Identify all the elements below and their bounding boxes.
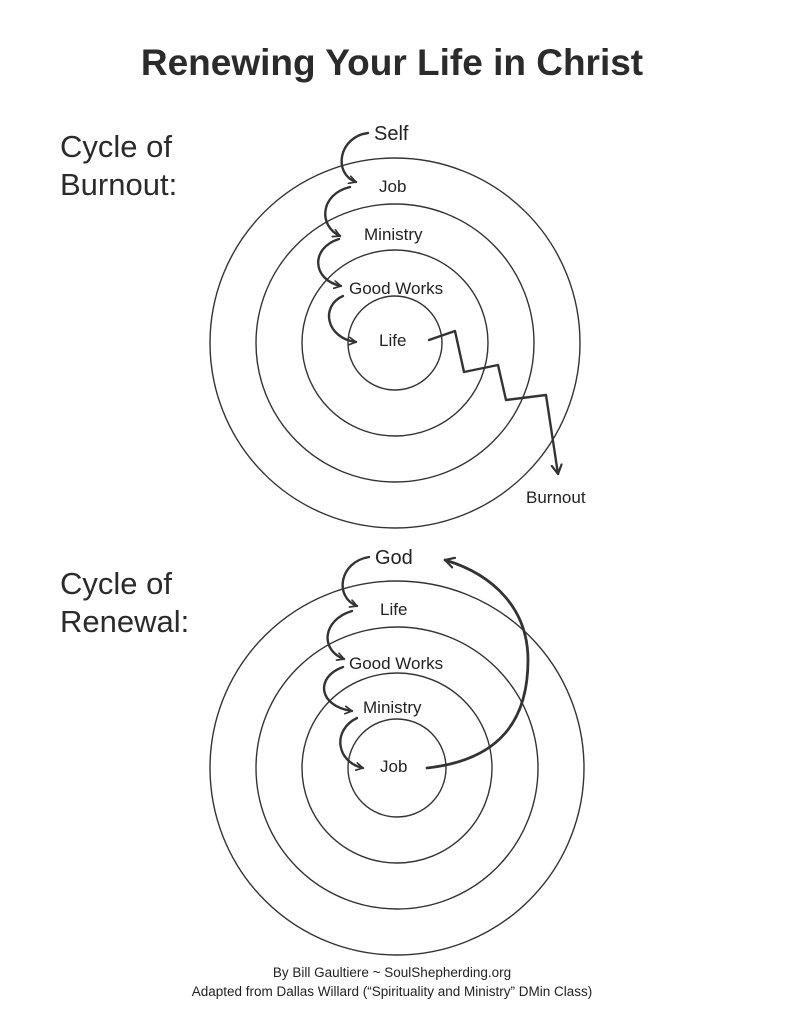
- renewal-arrow-good-works-to-ministry: [323, 665, 354, 711]
- burnout-label-burnout: Burnout: [526, 488, 586, 507]
- renewal-label-life: Life: [380, 600, 407, 619]
- renewal-second-ring: [301, 672, 493, 864]
- renewal-arrow-ministry-to-job: [339, 716, 365, 768]
- footer-adaptation-note: Adapted from Dallas Willard (“Spirituali…: [192, 984, 593, 999]
- renewal-inner-ring: [347, 718, 447, 818]
- renewal-cycle-diagram: Cycle of Renewal: God Life Good Works Mi…: [60, 547, 585, 956]
- burnout-outer-ring: [209, 157, 581, 529]
- footer-credit: By Bill Gaultiere ~ SoulShepherding.org: [273, 965, 511, 980]
- renewal-heading-line1: Cycle of: [60, 566, 172, 601]
- burnout-heading-line2: Burnout:: [60, 167, 177, 202]
- renewal-label-god: God: [375, 547, 413, 569]
- burnout-arrow-job-to-ministry: [324, 185, 352, 236]
- burnout-label-life: Life: [379, 331, 406, 350]
- renewal-label-good-works: Good Works: [349, 654, 443, 673]
- burnout-arrow-good-works-to-life: [327, 294, 358, 342]
- burnout-arrow-ministry-to-good-works: [317, 237, 343, 286]
- burnout-label-good-works: Good Works: [349, 279, 443, 298]
- renewal-label-job: Job: [380, 757, 407, 776]
- burnout-third-ring: [255, 203, 535, 483]
- burnout-label-self: Self: [374, 123, 409, 145]
- burnout-second-ring: [301, 249, 489, 437]
- burnout-heading-line1: Cycle of: [60, 129, 172, 164]
- renewal-outer-ring: [209, 580, 585, 956]
- renewal-arrow-life-to-good-works: [326, 609, 354, 659]
- burnout-arrow-life-to-burnout: [427, 329, 558, 476]
- renewal-label-ministry: Ministry: [363, 698, 422, 717]
- burnout-arrow-self-to-job: [340, 131, 370, 182]
- burnout-cycle-diagram: Cycle of Burnout: Self Job Ministry Good…: [60, 123, 586, 529]
- renewal-heading-line2: Renewal:: [60, 604, 189, 639]
- burnout-label-job: Job: [379, 177, 406, 196]
- renewal-arrow-job-back-to-god: [425, 560, 530, 770]
- renewal-arrow-god-to-life: [341, 555, 371, 606]
- page-title: Renewing Your Life in Christ: [141, 42, 643, 83]
- renewal-third-ring: [255, 626, 539, 910]
- burnout-label-ministry: Ministry: [364, 225, 423, 244]
